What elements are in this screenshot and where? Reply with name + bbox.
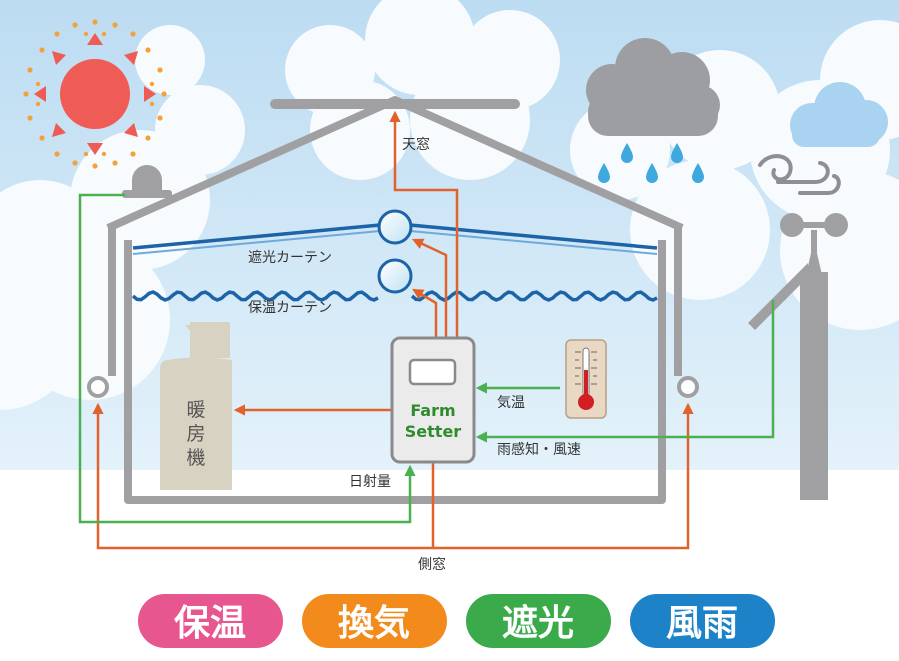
heater-label-1: 暖 xyxy=(186,399,205,421)
thermal-curtain xyxy=(131,290,658,302)
heater-label-3: 機 xyxy=(186,447,205,469)
air-temp-label: 気温 xyxy=(497,395,525,411)
farm-setter-controller: Farm Setter xyxy=(390,336,476,464)
pill-ventilation: 換気 xyxy=(302,594,447,648)
thermometer-icon xyxy=(565,339,607,419)
heater-unit: 暖 房 機 xyxy=(160,322,232,490)
rain-cloud-icon xyxy=(586,38,720,183)
rain-wind-label: 雨感知・風速 xyxy=(497,441,581,458)
solar-sensor-icon xyxy=(122,165,172,198)
shade-curtain-label: 遮光カーテン xyxy=(248,250,332,266)
wind-icon xyxy=(758,154,841,195)
pill-wind-rain: 風雨 xyxy=(630,594,775,648)
pill-shading-label: 遮光 xyxy=(502,603,574,644)
controller-name-line2: Setter xyxy=(405,422,462,441)
pill-thermal: 保温 xyxy=(138,594,283,648)
pill-wind-rain-label: 風雨 xyxy=(666,603,738,644)
skylight-panel xyxy=(270,99,520,109)
solar-radiation-label: 日射量 xyxy=(349,474,391,490)
thermal-curtain-label: 保温カーテン xyxy=(248,300,332,316)
pill-shading: 遮光 xyxy=(466,594,611,648)
cloud-icon xyxy=(790,82,888,147)
side-window-label: 側窓 xyxy=(418,556,446,573)
side-window-right-roller xyxy=(677,376,699,398)
sensor-lines xyxy=(78,193,775,524)
heater-label-2: 房 xyxy=(186,423,205,445)
controller-name-line1: Farm xyxy=(410,401,455,420)
anemometer-icon xyxy=(748,213,848,500)
shade-curtain xyxy=(132,223,658,255)
sun-icon xyxy=(23,19,167,169)
pill-thermal-label: 保温 xyxy=(174,603,246,644)
feature-pills: 保温 換気 遮光 風雨 xyxy=(138,594,775,648)
skylight-label: 天窓 xyxy=(402,136,430,153)
pill-ventilation-label: 換気 xyxy=(338,603,410,644)
control-lines xyxy=(92,110,694,550)
raindrop-icon xyxy=(598,143,704,183)
shade-curtain-motor xyxy=(377,209,413,245)
side-window-left-roller xyxy=(87,376,109,398)
thermal-curtain-motor xyxy=(377,258,413,294)
